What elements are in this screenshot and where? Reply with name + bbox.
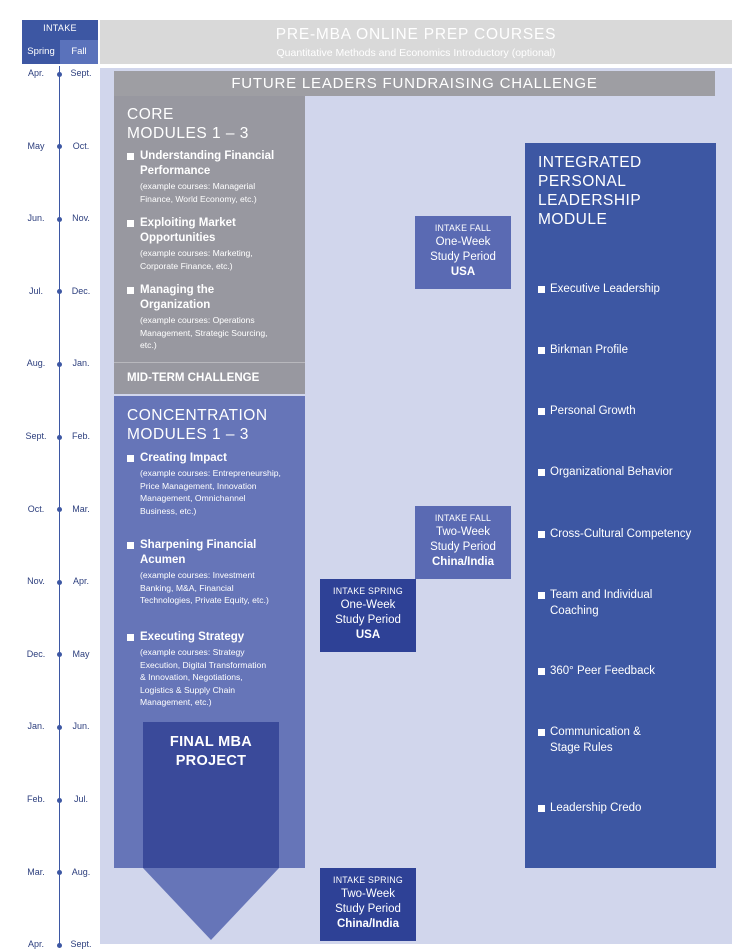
timeline-dot [57, 870, 62, 876]
leadership-item: Personal Growth [538, 404, 713, 420]
timeline-dot [57, 797, 62, 803]
timeline-dot [57, 724, 62, 730]
concentration-item-heading: Creating Impact [127, 451, 299, 466]
timeline-fall-month: Dec. [71, 285, 91, 296]
timeline-fall-month: Oct. [72, 140, 90, 151]
timeline-fall-month: Aug. [71, 866, 91, 877]
timeline-spring-month: Sept. [25, 431, 47, 441]
prep-courses-banner: PRE-MBA ONLINE PREP COURSES Quantitative… [100, 20, 732, 64]
leadership-title: INTEGRATED PERSONAL LEADERSHIP MODULE [538, 154, 642, 228]
intake-fall-label: Fall [60, 40, 98, 64]
leadership-item: Leadership Credo [538, 801, 713, 817]
prep-courses-subtitle: Quantitative Methods and Economics Intro… [276, 47, 556, 59]
concentration-item-heading: Executing Strategy [127, 630, 299, 645]
timeline-dot [57, 289, 62, 295]
timeline-dot [57, 361, 62, 367]
timeline-dot [57, 71, 62, 77]
leadership-item: Cross-Cultural Competency [538, 527, 713, 543]
timeline-dot [57, 652, 62, 658]
final-mba-project: FINAL MBA PROJECT [143, 722, 279, 868]
timeline-fall-month: Nov. [72, 213, 90, 224]
timeline-dot [57, 942, 62, 948]
study-period-spring-usa: INTAKE SPRING One-Week Study Period USA [320, 579, 416, 652]
core-modules-block: CORE MODULES 1 – 3 Understanding Financi… [114, 96, 305, 362]
timeline-spring-month: Mar. [27, 866, 45, 877]
timeline-spring-month: Jun. [27, 213, 45, 224]
timeline-spring-month: Oct. [27, 503, 45, 514]
core-item-examples: (example courses: Marketing,Corporate Fi… [140, 248, 253, 271]
study-period-fall-china-india: INTAKE FALL Two-Week Study Period China/… [415, 506, 511, 579]
intake-title: INTAKE [43, 23, 77, 33]
leadership-item: Birkman Profile [538, 343, 713, 359]
timeline-spring-month: May [27, 140, 45, 151]
timeline-axis [59, 66, 60, 944]
timeline-fall-month: Feb. [71, 431, 90, 441]
leadership-item: Executive Leadership [538, 282, 713, 298]
timeline-spring-month: Jul. [28, 285, 43, 296]
timeline-fall-month: Sept. [70, 68, 92, 78]
timeline-fall-month: Sept. [70, 939, 92, 950]
study-period-fall-usa: INTAKE FALL One-Week Study Period USA [415, 216, 511, 289]
timeline-dot [57, 144, 62, 150]
leadership-module-block: INTEGRATED PERSONAL LEADERSHIP MODULE Ex… [525, 143, 716, 868]
core-title: CORE MODULES 1 – 3 [127, 106, 249, 142]
intake-header: INTAKE Spring Fall [22, 20, 98, 64]
intake-spring-label: Spring [27, 46, 55, 57]
timeline-fall-month: Mar. [72, 503, 90, 514]
timeline-spring-month: Apr. [27, 939, 44, 950]
prep-courses-title: PRE-MBA ONLINE PREP COURSES [275, 26, 557, 43]
leadership-item: 360° Peer Feedback [538, 664, 713, 680]
timeline-dot [57, 579, 62, 585]
timeline-spring-month: Aug. [26, 358, 46, 369]
concentration-item: Executing Strategy (example courses: Str… [127, 630, 299, 709]
fundraising-challenge-banner: FUTURE LEADERS FUNDRAISING CHALLENGE [114, 71, 715, 96]
timeline-spring-month: Nov. [27, 576, 45, 587]
timeline-dot [57, 507, 62, 513]
timeline-dot [57, 434, 62, 440]
timeline-fall-month: Apr. [72, 576, 89, 587]
study-period-spring-china-india: INTAKE SPRING Two-Week Study Period Chin… [320, 868, 416, 941]
concentration-item-examples: (example courses: Entrepreneurship,Price… [140, 468, 281, 516]
concentration-title: CONCENTRATION MODULES 1 – 3 [127, 407, 268, 443]
timeline-spring-month: Feb. [26, 794, 45, 804]
timeline-spring-month: Dec. [26, 648, 46, 659]
timeline-fall-month: Jan. [72, 358, 90, 369]
leadership-item: Organizational Behavior [538, 465, 713, 481]
concentration-item: Creating Impact (example courses: Entrep… [127, 451, 299, 517]
timeline-spring-month: Jan. [27, 721, 45, 732]
timeline-dot [57, 216, 62, 222]
final-project-arrow [143, 868, 279, 940]
midterm-challenge: MID-TERM CHALLENGE [114, 362, 305, 394]
timeline-spring-month: Apr. [27, 68, 44, 78]
timeline-fall-month: May [72, 648, 90, 659]
final-mba-project-title: FINAL MBA PROJECT [169, 734, 253, 769]
timeline-fall-month: Jul. [73, 794, 88, 804]
timeline-fall-month: Jun. [72, 721, 90, 732]
leadership-item: Communication &Stage Rules [538, 725, 713, 756]
